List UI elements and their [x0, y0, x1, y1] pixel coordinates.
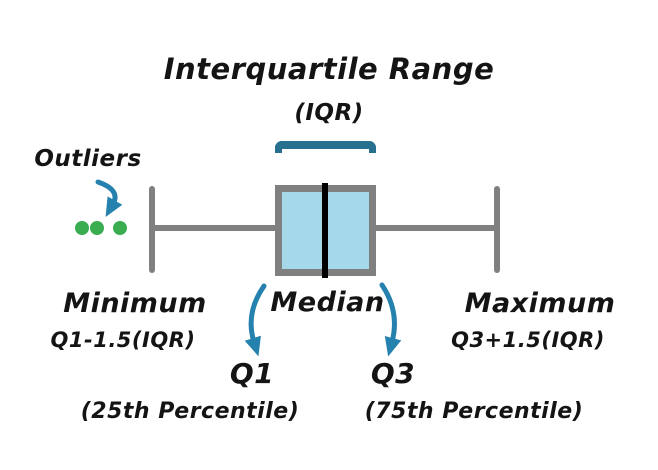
iqr-subtitle: (IQR)	[294, 100, 364, 126]
maximum-label: Maximum	[464, 288, 616, 319]
median-line	[322, 183, 328, 278]
iqr-bracket	[275, 141, 376, 153]
minimum-formula: Q1-1.5(IQR)	[50, 328, 196, 352]
q1-label: Q1	[229, 357, 275, 390]
outlier-dot	[113, 221, 127, 235]
minimum-label: Minimum	[63, 288, 207, 319]
median-label: Median	[270, 287, 385, 318]
outliers-arrow	[95, 179, 123, 218]
left-whisker-cap	[149, 186, 155, 273]
outlier-dot	[75, 221, 89, 235]
q1-percentile-label: (25th Percentile)	[80, 399, 300, 424]
outlier-dot	[90, 221, 104, 235]
outliers-label: Outliers	[34, 146, 142, 172]
page-title: Interquartile Range	[163, 52, 495, 86]
q3-percentile-label: (75th Percentile)	[364, 399, 584, 424]
maximum-formula: Q3+1.5(IQR)	[451, 328, 605, 352]
q3-label: Q3	[370, 357, 416, 390]
right-whisker-cap	[494, 186, 500, 273]
